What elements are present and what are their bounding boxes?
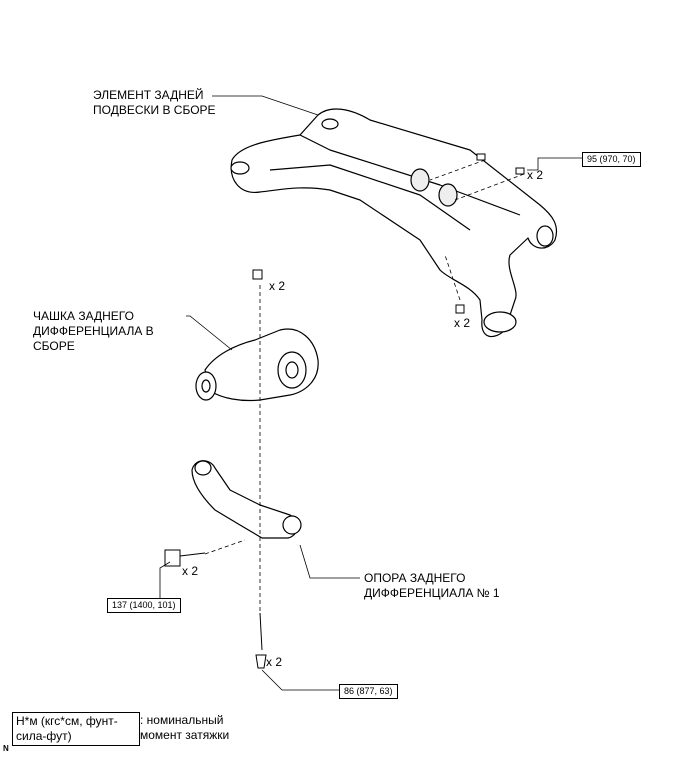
quantity-label: x 2 <box>266 655 283 669</box>
diff-carrier-label: ЧАШКА ЗАДНЕГО ДИФФЕРЕНЦИАЛА В СБОРЕ <box>33 309 154 354</box>
subframe-illustration <box>230 108 558 338</box>
subframe-label-line-1: ЭЛЕМЕНТ ЗАДНЕЙ <box>93 88 204 102</box>
legend-description-line-2: момент затяжки <box>140 728 230 742</box>
alignment-lines <box>204 159 525 615</box>
leader-lines <box>159 95 582 691</box>
diff-support-label: ОПОРА ЗАДНЕГО ДИФФЕРЕНЦИАЛА № 1 <box>364 571 500 601</box>
legend-unit-box: Н*м (кгс*см, фунт- сила-фут) <box>12 712 140 746</box>
legend-unit-line-1: Н*м (кгс*см, фунт- <box>16 714 118 728</box>
fasteners <box>164 153 525 669</box>
diff-carrier-label-line-2: ДИФФЕРЕНЦИАЛА В <box>33 324 154 338</box>
diff-support-label-line-2: ДИФФЕРЕНЦИАЛА № 1 <box>364 586 500 600</box>
torque-box-86: 86 (877, 63) <box>339 684 398 699</box>
quantity-label: x 2 <box>454 316 471 330</box>
torque-box-137: 137 (1400, 101) <box>107 598 181 613</box>
diff-support-illustration <box>191 460 302 539</box>
legend-unit-line-2: сила-фут) <box>16 729 72 743</box>
torque-box-95: 95 (970, 70) <box>582 152 641 167</box>
diff-support-label-line-1: ОПОРА ЗАДНЕГО <box>364 571 466 585</box>
corner-mark: N <box>3 744 9 753</box>
diff-carrier-illustration <box>195 328 319 402</box>
legend-description: : номинальный момент затяжки <box>140 713 229 743</box>
legend-description-line-1: : номинальный <box>140 713 224 727</box>
quantity-label: x 2 <box>527 168 544 182</box>
quantity-label: x 2 <box>182 564 199 578</box>
diff-carrier-label-line-1: ЧАШКА ЗАДНЕГО <box>33 309 134 323</box>
subframe-label: ЭЛЕМЕНТ ЗАДНЕЙ ПОДВЕСКИ В СБОРЕ <box>93 88 216 118</box>
diff-carrier-label-line-3: СБОРЕ <box>33 339 75 353</box>
subframe-label-line-2: ПОДВЕСКИ В СБОРЕ <box>93 103 216 117</box>
quantity-label: x 2 <box>269 279 286 293</box>
